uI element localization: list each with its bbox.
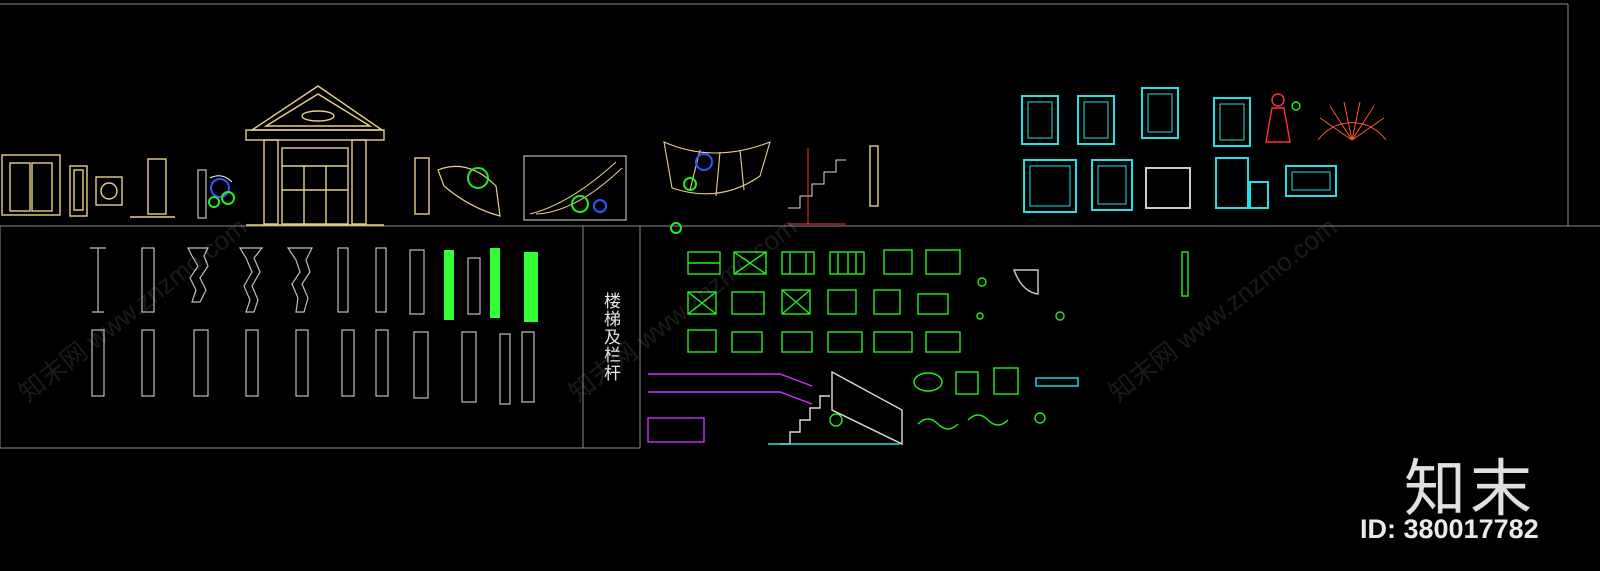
figurine-ornament xyxy=(1265,93,1301,143)
small-door-and-plant xyxy=(414,157,501,217)
door-elevation-group xyxy=(1,154,207,219)
stair-railing-section-label: 楼梯及栏杆 xyxy=(600,292,620,382)
column-elevations-row1 xyxy=(90,247,481,315)
green-column-elevations xyxy=(444,248,538,322)
folding-fan-ornament xyxy=(1317,101,1387,141)
watermark-id: ID: 380017782 xyxy=(1360,514,1539,544)
railing-panel-grid xyxy=(687,249,1189,353)
railing-stair-elevation xyxy=(647,370,903,446)
stair-section xyxy=(788,145,879,225)
plant-sketch xyxy=(208,175,235,208)
railing-ornament-details xyxy=(913,269,1079,430)
curved-stair-elevation xyxy=(523,155,627,221)
picture-frame-group xyxy=(1021,87,1337,213)
temple-gate-elevation xyxy=(245,85,385,226)
fan-stair-plan xyxy=(663,141,771,234)
column-elevations-row2 xyxy=(91,329,535,405)
layout-frame xyxy=(0,3,1600,449)
watermark-logo: 知末 xyxy=(1404,452,1537,525)
